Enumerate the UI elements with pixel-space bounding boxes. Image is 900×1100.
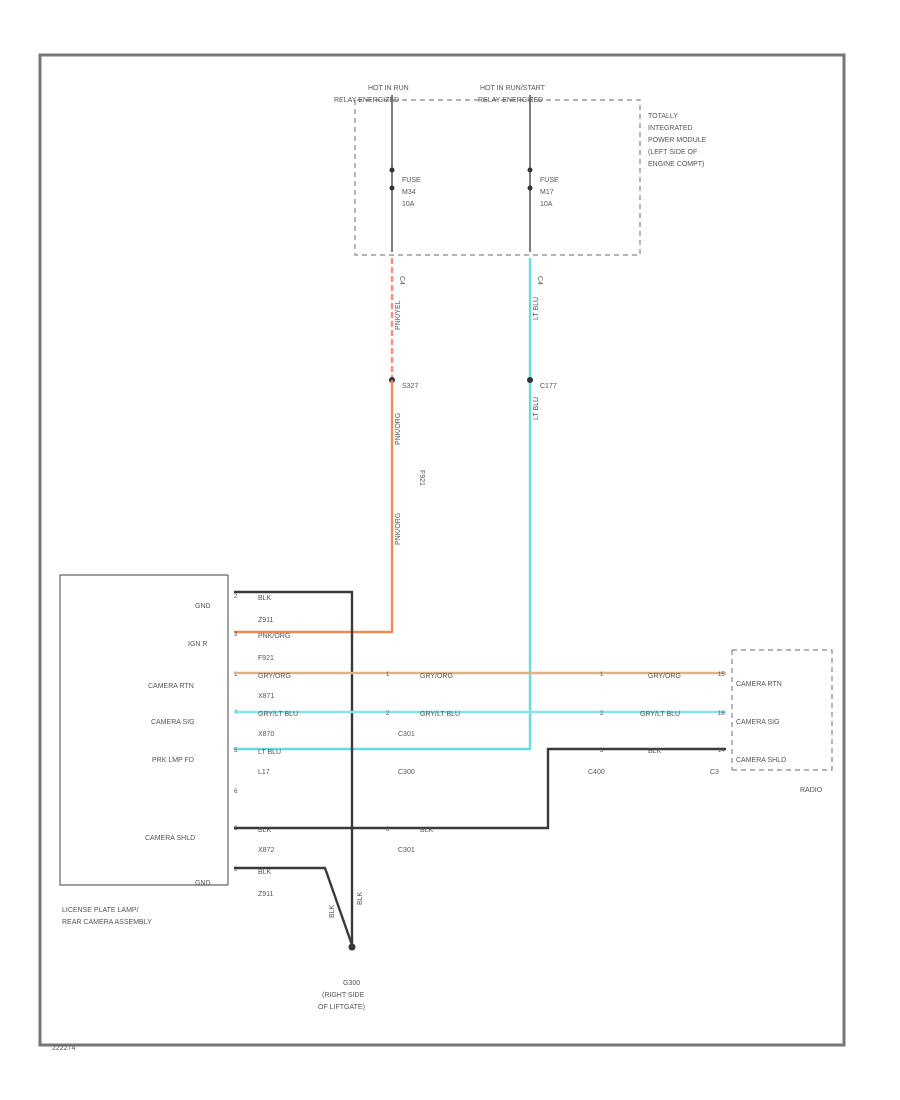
ground-point xyxy=(348,943,356,951)
inline-conn-1: C301 xyxy=(398,731,415,738)
wire-label-rtn-circ: X871 xyxy=(258,693,274,700)
wire-pnk-org xyxy=(234,380,394,634)
fuse-b-connector: C4 xyxy=(536,276,543,285)
camera-pin-label-prk: PRK LMP FD xyxy=(152,757,194,764)
camera-pin-num-5: 5 xyxy=(234,748,238,754)
wire-label-sig-circ: X870 xyxy=(258,731,274,738)
wire-label-pnk-org-2: PNK/ORG xyxy=(395,513,402,545)
fuse-b-dot-top xyxy=(527,167,533,173)
module-name-2: POWER MODULE xyxy=(648,137,707,144)
wire-label-sig-wire: GRY/LT BLU xyxy=(258,711,298,718)
fuse-b-label-1: M17 xyxy=(540,189,554,196)
inline-conn-3: C301 xyxy=(398,847,415,854)
hot-start-label-2: RELAY ENERGIZED xyxy=(478,97,543,104)
wire-label-lt-blu-2: LT BLU xyxy=(533,397,540,420)
fuse-b-label-0: FUSE xyxy=(540,177,559,184)
camera-pin-num-6: 6 xyxy=(234,789,238,795)
wire-label-shld-circ: X872 xyxy=(258,847,274,854)
splice-b-label: C177 xyxy=(540,383,557,390)
wire-label-gnd-circ: Z911 xyxy=(258,617,274,624)
camera-pin-label-rtn: CAMERA RTN xyxy=(148,683,194,690)
wire-lt-blu xyxy=(234,258,532,751)
camera-pin-label-gnd2: GND xyxy=(195,880,211,887)
radio-pin-num-16: 16 xyxy=(718,711,725,717)
fuse-b-label-2: 10A xyxy=(540,201,553,208)
wire-label-gnd-vert: BLK xyxy=(357,891,364,905)
wire-label-prk-circ: L17 xyxy=(258,769,270,776)
footer-code: 222274 xyxy=(52,1045,75,1052)
wire-label-sig-mid: GRY/LT BLU xyxy=(420,711,460,718)
radio-pin-label-shld: CAMERA SHLD xyxy=(736,757,786,764)
wire-label-shld-wire: BLK xyxy=(258,827,272,834)
camera-pin-num-9: 9 xyxy=(234,867,238,873)
fuse-a-label-1: M34 xyxy=(402,189,416,196)
fuse-a-connector: C4 xyxy=(398,276,405,285)
wire-label-gnd-blk: BLK xyxy=(258,595,272,602)
wire-label-sig-right: GRY/LT BLU xyxy=(640,711,680,718)
radio-inline-pin-2: 2 xyxy=(600,711,604,717)
camera-pin-num-2: 2 xyxy=(234,594,238,600)
ground-loc-0: (RIGHT SIDE xyxy=(322,992,365,999)
radio-inline-pin-1: 1 xyxy=(600,672,604,678)
wire-label-gnd2-vert: BLK xyxy=(329,904,336,918)
module-name-3: (LEFT SIDE OF xyxy=(648,149,697,156)
wire-blk-gnd2 xyxy=(234,866,354,946)
splice-a-label: S327 xyxy=(402,383,418,390)
wire-label-pnk-org: PNK/ORG xyxy=(395,413,402,445)
fuse-a-label-2: 10A xyxy=(402,201,415,208)
wire-label-lt-blu: LT BLU xyxy=(533,297,540,320)
radio-inline-pin-3: 3 xyxy=(600,748,604,754)
wire-label-ign-circ: F921 xyxy=(258,655,274,662)
diagram-frame xyxy=(38,53,846,1047)
inline-conn-2: C300 xyxy=(398,769,415,776)
radio-pin-label-rtn: CAMERA RTN xyxy=(736,681,782,688)
camera-pin-num-1: 1 xyxy=(234,672,238,678)
fuse-a-dot-top xyxy=(389,167,395,173)
inline-pin-2: 2 xyxy=(386,711,390,717)
camera-pin-label-shld: CAMERA SHLD xyxy=(145,835,195,842)
radio-pin-num-15: 15 xyxy=(718,672,725,678)
camera-pin-label-gnd: GND xyxy=(195,603,211,610)
module-name-1: INTEGRATED xyxy=(648,125,693,132)
splice-b xyxy=(527,377,533,383)
module-name-0: TOTALLY xyxy=(648,113,678,120)
ground-loc-1: OF LIFTGATE) xyxy=(318,1004,365,1011)
camera-assembly-name-1: REAR CAMERA ASSEMBLY xyxy=(62,919,152,926)
wire-label-shld-right: BLK xyxy=(648,748,662,755)
wire-label-rtn-mid: GRY/ORG xyxy=(420,673,453,680)
wire-label-shld-mid: BLK xyxy=(420,827,434,834)
camera-pin-num-3: 3 xyxy=(234,632,238,638)
fuse-a-label-0: FUSE xyxy=(402,177,421,184)
wire-label-pnk-yel: PNK/YEL xyxy=(395,300,402,330)
camera-pin-label-ign: IGN R xyxy=(188,641,207,648)
inline-pin-1: 1 xyxy=(386,672,390,678)
hot-run-label-2: RELAY ENERGIZED xyxy=(334,97,399,104)
wire-label-rtn-right: GRY/ORG xyxy=(648,673,681,680)
module-name-4: ENGINE COMPT) xyxy=(648,161,704,168)
inline-pin-6: 6 xyxy=(386,827,390,833)
power-module-outline xyxy=(354,99,641,256)
radio-inline-conn: C400 xyxy=(588,769,605,776)
hot-run-label-1: HOT IN RUN xyxy=(368,85,409,92)
hot-start-label-1: HOT IN RUN/START xyxy=(480,85,546,92)
wire-label-prk-wire: LT BLU xyxy=(258,749,281,756)
wire-label-rtn-wire: GRY/ORG xyxy=(258,673,291,680)
wire-label-ign-wire: PNK/ORG xyxy=(258,633,290,640)
camera-assembly-name-0: LICENSE PLATE LAMP/ xyxy=(62,907,139,914)
radio-conn: C3 xyxy=(710,769,719,776)
wire-label-gnd2-circ: Z911 xyxy=(258,891,274,898)
wire-circuit-f921: F921 xyxy=(418,470,425,486)
radio-pin-num-14: 14 xyxy=(718,748,725,754)
fuse-b-dot-bottom xyxy=(527,185,533,191)
camera-assembly-outline xyxy=(59,574,228,886)
wire-label-gnd2-wire: BLK xyxy=(258,869,272,876)
radio-outline xyxy=(732,649,833,771)
radio-name: RADIO xyxy=(800,787,823,794)
fuse-a-dot-bottom xyxy=(389,185,395,191)
ground-id: G300 xyxy=(343,980,360,987)
wire-blk-shld xyxy=(234,747,726,830)
radio-pin-label-sig: CAMERA SIG xyxy=(736,719,780,726)
camera-pin-label-sig: CAMERA SIG xyxy=(151,719,195,726)
